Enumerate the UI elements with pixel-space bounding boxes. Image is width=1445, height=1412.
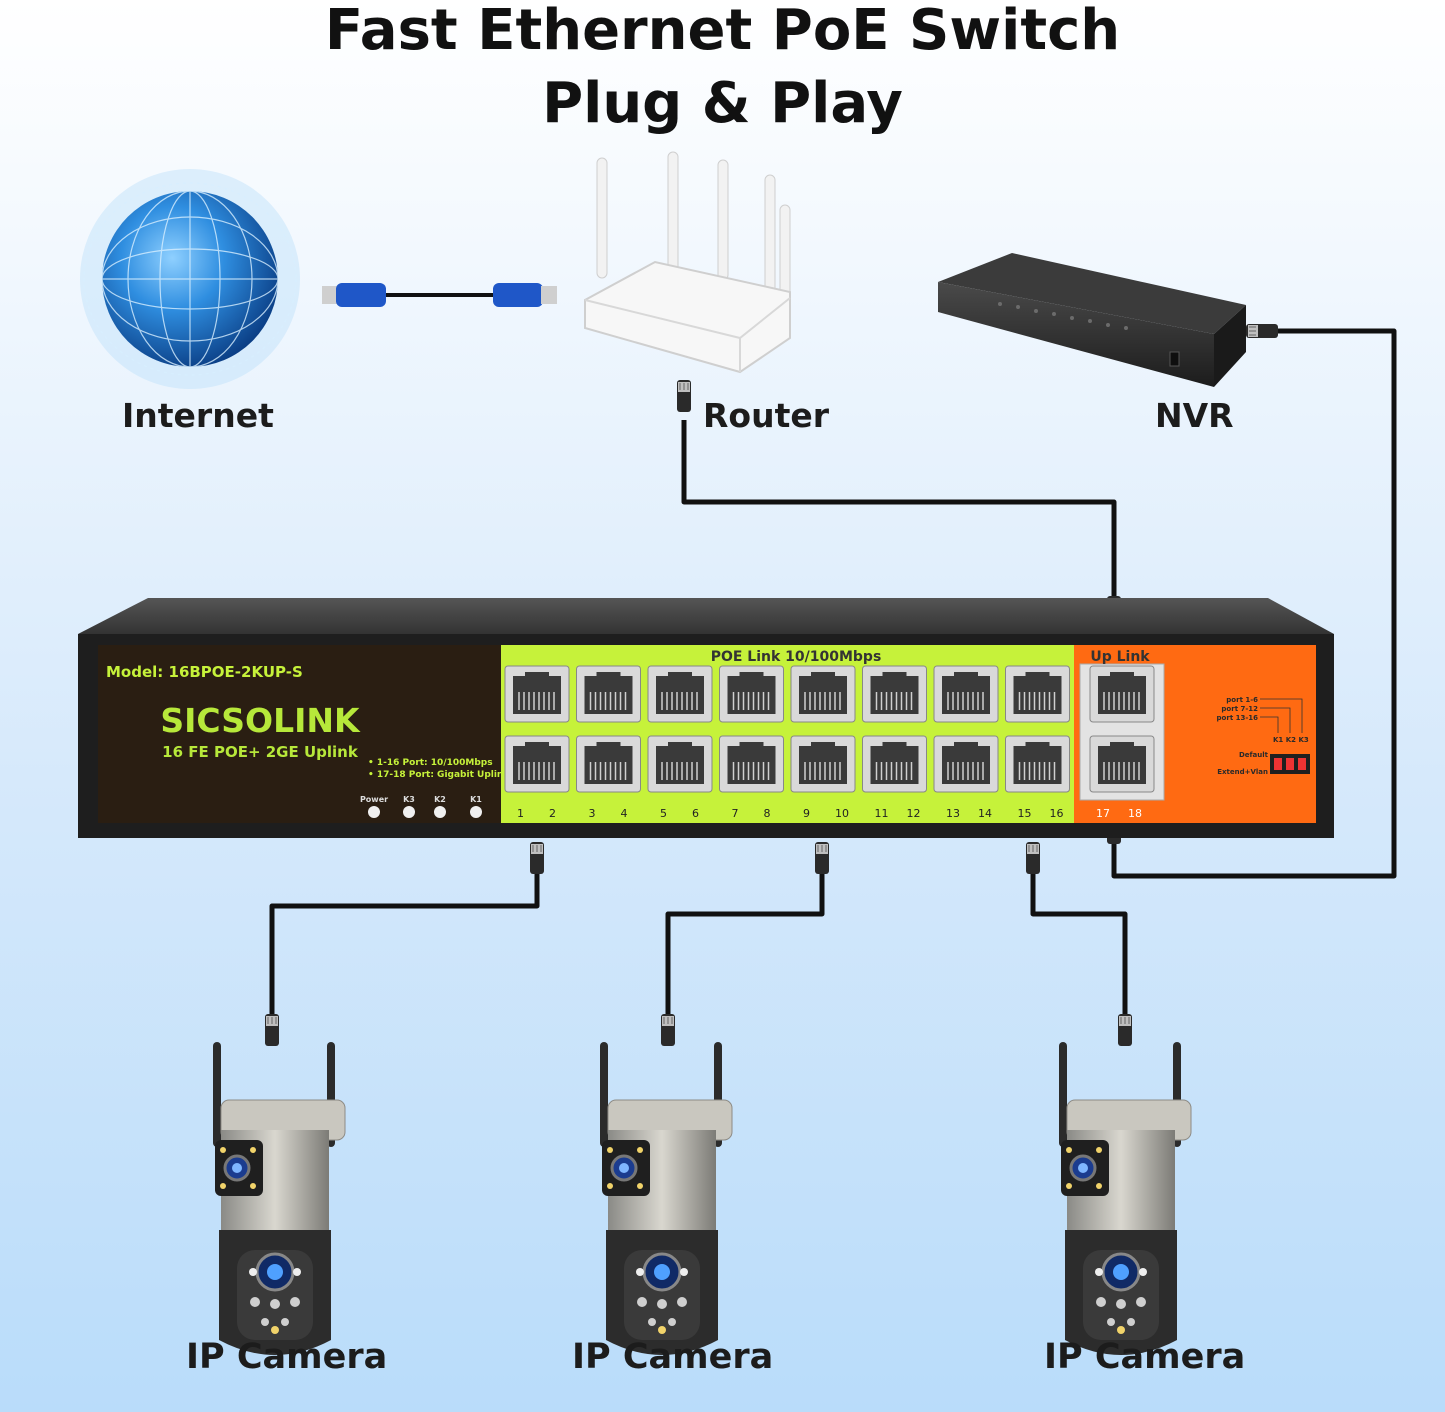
port-5[interactable] (647, 665, 713, 723)
port-number-11: 11 (875, 807, 889, 820)
power-led (368, 806, 380, 818)
port-number-5: 5 (660, 807, 667, 820)
internet-label: Internet (122, 396, 274, 435)
port-number-8: 8 (764, 807, 771, 820)
port-number-3: 3 (589, 807, 596, 820)
port-3[interactable] (575, 665, 642, 723)
title-line-1: Fast Ethernet PoE Switch (324, 0, 1121, 63)
port-7[interactable] (718, 665, 785, 723)
led-k3-label: K3 (403, 795, 415, 804)
port-14[interactable] (933, 735, 999, 793)
port-13[interactable] (933, 665, 999, 723)
port-number-12: 12 (907, 807, 921, 820)
port-number-4: 4 (621, 807, 628, 820)
switch-spec-1: • 1-16 Port: 10/100Mbps (368, 758, 493, 768)
cable-network (269, 328, 1397, 1020)
switch-icon: Model: 16BPOE-2KUP-S SICSOLINK 16 FE POE… (78, 598, 1334, 838)
k1-led (470, 806, 482, 818)
port-number-6: 6 (692, 807, 699, 820)
led-k1-label: K1 (470, 795, 482, 804)
port-15[interactable] (1004, 665, 1071, 723)
port-10[interactable] (790, 735, 856, 793)
port-6[interactable] (647, 735, 713, 793)
ip-camera-icon (211, 1040, 1193, 1357)
port-18[interactable] (1089, 735, 1155, 793)
uplink-banner: Up Link (1090, 649, 1150, 665)
title-line-2: Plug & Play (542, 71, 903, 136)
port-1[interactable] (504, 665, 570, 723)
poe-banner: POE Link 10/100Mbps (711, 649, 882, 665)
nvr-label: NVR (1155, 396, 1234, 435)
dip-default-label: Default (1239, 751, 1269, 759)
dip-port-range-1: port 1-6 (1226, 696, 1258, 704)
dip-port-range-2: port 7-12 (1221, 705, 1258, 713)
port-number-16: 16 (1050, 807, 1064, 820)
port-number-18: 18 (1128, 807, 1142, 820)
port-number-9: 9 (803, 807, 810, 820)
k2-led (434, 806, 446, 818)
port-number-14: 14 (978, 807, 992, 820)
port-4[interactable] (575, 735, 642, 793)
router-icon (584, 151, 791, 374)
router-label: Router (703, 396, 830, 435)
dip-extend-label: Extend+Vlan (1217, 768, 1268, 776)
k3-led (403, 806, 415, 818)
camera-1-label: IP Camera (186, 1337, 388, 1377)
globe-icon (80, 169, 300, 389)
port-number-7: 7 (732, 807, 739, 820)
port-number-13: 13 (946, 807, 960, 820)
port-2[interactable] (504, 735, 570, 793)
nvr-icon (938, 253, 1246, 387)
internet-cable (322, 283, 557, 307)
port-12[interactable] (861, 735, 928, 793)
port-number-17: 17 (1096, 807, 1110, 820)
port-16[interactable] (1004, 735, 1071, 793)
dip-keys-label: K1 K2 K3 (1273, 736, 1309, 744)
led-k2-label: K2 (434, 795, 446, 804)
camera-2-label: IP Camera (572, 1337, 774, 1377)
port-11[interactable] (861, 665, 928, 723)
switch-model: Model: 16BPOE-2KUP-S (106, 663, 303, 681)
port-number-2: 2 (549, 807, 556, 820)
dip-port-range-3: port 13-16 (1217, 714, 1259, 722)
dip-switch-legend: port 1-6 port 7-12 port 13-16 K1 K2 K3 D… (1217, 696, 1310, 776)
switch-subtitle: 16 FE POE+ 2GE Uplink (162, 743, 359, 761)
switch-brand: SICSOLINK (160, 701, 361, 740)
port-17[interactable] (1089, 665, 1155, 723)
port-8[interactable] (718, 735, 785, 793)
port-9[interactable] (790, 665, 856, 723)
switch-spec-2: • 17-18 Port: Gigabit Uplink (368, 770, 510, 780)
port-number-1: 1 (517, 807, 524, 820)
port-number-10: 10 (835, 807, 849, 820)
camera-3-label: IP Camera (1044, 1337, 1246, 1377)
port-number-15: 15 (1018, 807, 1032, 820)
led-power-label: Power (360, 795, 388, 804)
